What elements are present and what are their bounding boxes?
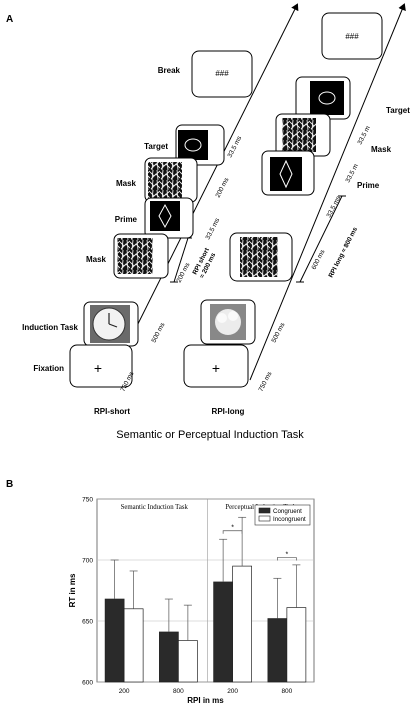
mask-label-long: Mask: [371, 145, 392, 154]
significance-bracket-0: [222, 530, 243, 534]
circle-icon-long: [318, 91, 336, 105]
cauliflower-floret-1: [217, 313, 227, 323]
x-tick-label-0: 200: [119, 688, 130, 695]
target-label-long: Target: [386, 106, 410, 115]
fixation-label: Fixation: [33, 364, 64, 373]
rpi-short-axis-label: RPI-short: [94, 407, 130, 416]
x-tick-label-1: 800: [173, 688, 184, 695]
rpi-long-label: RPI long ≈ 800 ms: [328, 226, 360, 279]
significance-star-0: *: [231, 525, 234, 532]
mask-image-long: [282, 118, 316, 152]
x-tick-label-3: 800: [281, 688, 292, 695]
time-axis-short: [109, 3, 299, 381]
dur-prime-short: 33.5 ms: [205, 216, 222, 240]
mask-top-image-short: [148, 162, 182, 198]
cauliflower-icon: [215, 309, 241, 335]
legend-swatch-congruent: [258, 507, 271, 514]
prime-label-long: Prime: [357, 181, 380, 190]
break-text-long: ###: [345, 32, 359, 41]
break-frame-long: [321, 12, 383, 60]
rpi-short-bracket: [173, 237, 189, 283]
target-image-short: [178, 130, 208, 160]
y-axis-label: RT in ms: [68, 573, 77, 607]
dur-fixation-long: 750 ms: [258, 370, 274, 393]
bar-incongruent-1: [178, 640, 198, 683]
fixation-cross-long: +: [212, 360, 220, 376]
prime-label-short: Prime: [115, 215, 138, 224]
significance-bracket-1: [277, 557, 297, 561]
dur-prime-long: 33.5 ms: [326, 194, 343, 218]
legend-swatch-incongruent: [258, 515, 271, 522]
diamond-icon: [158, 203, 172, 229]
dur-induction-short: 500 ms: [151, 321, 167, 344]
bar-congruent-3: [267, 618, 288, 683]
mask-bottom-image-long: [240, 237, 278, 277]
rpi-long-axis-label: RPI-long: [212, 407, 245, 416]
bar-incongruent-0: [123, 608, 144, 683]
bar-incongruent-2: [232, 565, 252, 683]
fixation-frame-long: [183, 344, 249, 388]
x-tick-label-2: 200: [227, 688, 238, 695]
target-label-short: Target: [144, 142, 168, 151]
fixation-cross-short: +: [94, 360, 102, 376]
mask-bottom-label-short: Mask: [86, 255, 107, 264]
group-title-0: Semantic Induction Task: [121, 504, 189, 511]
dur-target-short: 33.5 ms: [227, 134, 244, 158]
bar-congruent-2: [213, 581, 233, 683]
mask-bottom-image-short: [117, 238, 153, 274]
dur-mask-top-short: 200 ms: [215, 176, 231, 199]
significance-star-1: *: [286, 552, 289, 559]
rpi-long-bracket: [299, 195, 343, 283]
break-frame-short: [191, 50, 253, 98]
dur-mask-bottom-short: 200 ms: [176, 261, 192, 284]
circle-icon: [184, 138, 202, 152]
induction-label-short: Induction Task: [22, 323, 78, 332]
panel-a-caption: Semantic or Perceptual Induction Task: [116, 429, 304, 441]
diamond-icon-long: [279, 159, 293, 189]
y-tick-label-3: 750: [82, 497, 93, 504]
fixation-frame-short: [69, 344, 133, 388]
y-tick-label-1: 650: [82, 619, 93, 626]
time-axis-long: [249, 3, 406, 381]
rpi-short-label: RPI short ≈ 200 ms: [192, 245, 219, 279]
bar-incongruent-3: [286, 607, 307, 683]
break-text-short: ###: [215, 69, 229, 78]
dur-mask-bottom-long: 600 ms: [311, 248, 327, 271]
legend-label-incongruent: Incongruent: [273, 516, 306, 523]
x-axis-label: RPI in ms: [187, 696, 224, 704]
legend-label-congruent: Congruent: [273, 508, 302, 515]
break-label: Break: [158, 66, 181, 75]
cauliflower-floret-2: [228, 311, 238, 321]
prime-image-long: [270, 157, 302, 191]
y-tick-label-0: 600: [82, 680, 93, 687]
target-image-long: [310, 81, 344, 115]
mask-top-label-short: Mask: [116, 179, 137, 188]
clock-hand-2: [108, 323, 118, 328]
bar-congruent-1: [159, 631, 179, 683]
panel-b-letter: B: [6, 479, 13, 490]
y-tick-label-2: 700: [82, 558, 93, 565]
panel-a-letter: A: [6, 14, 13, 25]
bar-congruent-0: [104, 598, 125, 683]
dur-target-long: 33.5 m: [357, 125, 372, 146]
